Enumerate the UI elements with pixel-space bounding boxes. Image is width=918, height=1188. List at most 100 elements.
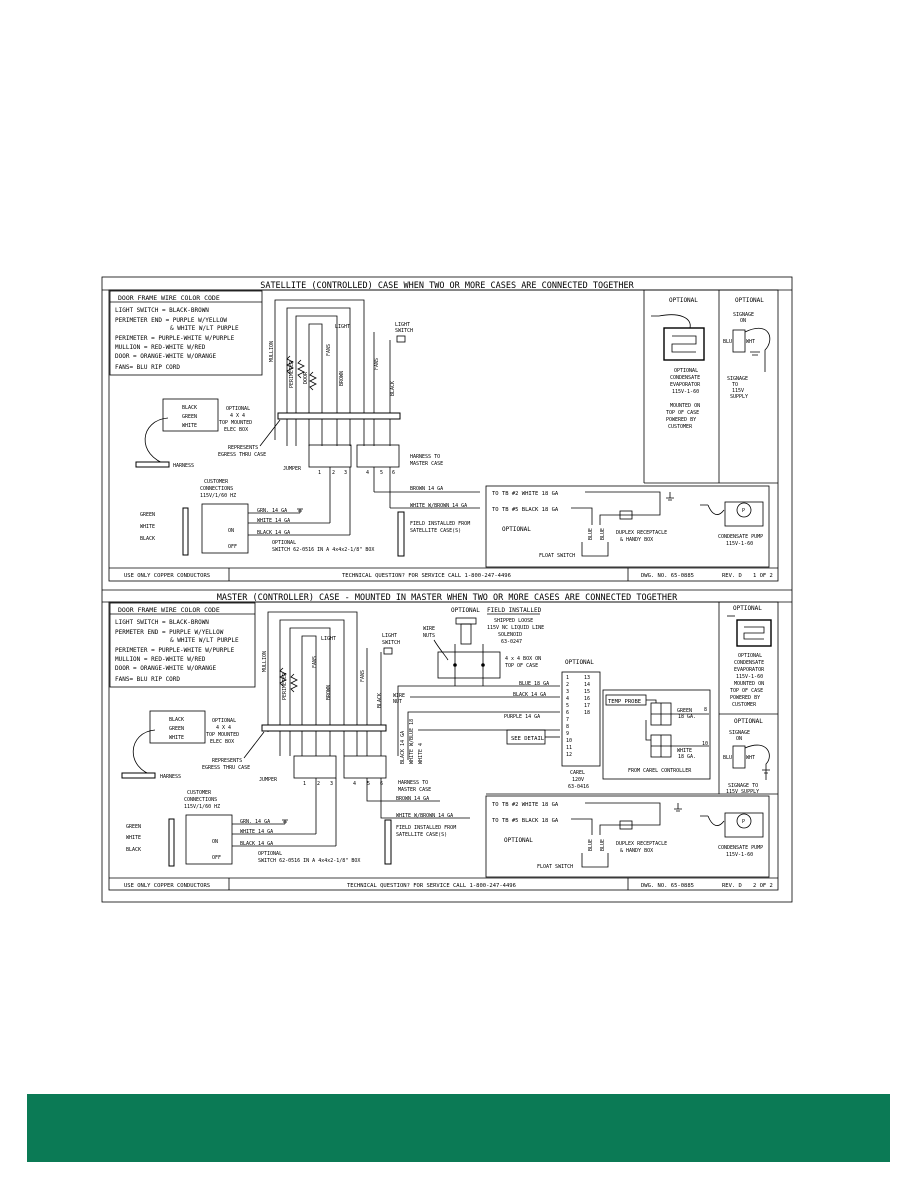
evaporator-text: MOUNTED ON bbox=[734, 681, 764, 687]
pump-box bbox=[485, 485, 770, 568]
sheet-1-border bbox=[108, 289, 779, 582]
detail-white: WHITE bbox=[677, 748, 692, 754]
detail-white-num: 10 bbox=[702, 741, 708, 747]
wire-label-light: LIGHT bbox=[321, 636, 336, 642]
switch-on: ON bbox=[212, 839, 218, 845]
customer-switch-box bbox=[185, 814, 233, 865]
customer-connections-label: 115V/1/60 HZ bbox=[200, 493, 236, 499]
vertical-wire-label: WHITE W/BLUE 18 bbox=[409, 719, 415, 764]
signage-wht: WHT bbox=[746, 755, 755, 761]
field-installed-label: SATELLITE CASE(S) bbox=[410, 528, 461, 534]
wire-label-perimeter: PERIMETER bbox=[282, 672, 288, 700]
solenoid-icon bbox=[455, 617, 477, 625]
carel-terminal: 6 bbox=[566, 710, 569, 716]
terminal-strip-b bbox=[356, 444, 400, 468]
pump-p: P bbox=[742, 508, 745, 514]
carel-terminal: 3 bbox=[566, 689, 569, 695]
signage-label: SUPPLY bbox=[730, 394, 748, 400]
pump-optional: OPTIONAL bbox=[502, 526, 531, 533]
see-detail-label: SEE DETAIL bbox=[511, 736, 545, 742]
drawing-frame bbox=[101, 276, 793, 903]
signage-label: SIGNAGE bbox=[727, 376, 748, 382]
pump-label: CONDENSATE PUMP bbox=[718, 534, 763, 540]
harness-to-label: MASTER CASE bbox=[410, 461, 443, 467]
detail-white-ga: 18 GA. bbox=[678, 754, 696, 760]
terminal-number: 5 bbox=[367, 781, 370, 787]
harness-to-label: HARNESS TO bbox=[410, 454, 440, 460]
color-code-box bbox=[109, 602, 256, 688]
pump-p: P bbox=[742, 819, 745, 825]
sheet-1-title: SATELLITE (CONTROLLED) CASE WHEN TWO OR … bbox=[260, 281, 634, 291]
pump-label: CONDENSATE PUMP bbox=[718, 845, 763, 851]
field-cable bbox=[384, 819, 392, 865]
carel-label: 120V bbox=[572, 777, 584, 783]
page-number: 1 OF 2 bbox=[753, 573, 773, 579]
terminal-strip-a bbox=[308, 444, 352, 468]
duplex-receptacle-icon bbox=[619, 510, 633, 520]
pump-tb5: TO TB #5 BLACK 18 GA bbox=[492, 507, 559, 513]
outgoing-wire-label: WHITE W/BROWN 14 GA bbox=[410, 503, 467, 509]
color-code-line: MULLION = RED-WHITE W/RED bbox=[115, 656, 206, 663]
signage-blu: BLU bbox=[723, 339, 732, 345]
carel-terminal: 17 bbox=[584, 703, 590, 709]
color-code-line: LIGHT SWITCH = BLACK-BROWN bbox=[115, 619, 209, 626]
customer-connections-label: 115V/1/60 HZ bbox=[184, 804, 220, 810]
supply-wire-label: BLACK 14 GA bbox=[257, 530, 290, 536]
signage-heading: OPTIONAL bbox=[734, 718, 763, 725]
solenoid-optional: OPTIONAL bbox=[451, 607, 480, 614]
vertical-wire-label: BLACK 14 GA bbox=[400, 731, 406, 764]
terminal-number: 6 bbox=[392, 470, 395, 476]
pump-tb2: TO TB #2 WHITE 18 GA bbox=[492, 491, 559, 497]
represents-label: REPRESENTS bbox=[212, 758, 242, 764]
color-code-line: PERMETER END = PURPLE W/YELLOW bbox=[115, 629, 224, 636]
evaporator-icon bbox=[736, 619, 772, 647]
egress-bar bbox=[261, 724, 387, 732]
side-label: BLACK bbox=[126, 847, 141, 853]
supply-cable bbox=[168, 818, 175, 867]
customer-connections-label: CUSTOMER bbox=[187, 790, 212, 796]
solenoid-text: 63-0247 bbox=[501, 639, 522, 645]
egress-bar bbox=[277, 412, 401, 420]
terminal-number: 2 bbox=[332, 470, 335, 476]
customer-connections-label: CONNECTIONS bbox=[184, 797, 217, 803]
side-label: GREEN bbox=[140, 512, 155, 518]
color-code-heading: DOOR FRAME WIRE COLOR CODE bbox=[118, 606, 220, 614]
pump-optional: OPTIONAL bbox=[504, 837, 533, 844]
elec-box-note: TOP MOUNTED bbox=[219, 420, 252, 426]
signage-wht: WHT bbox=[746, 339, 755, 345]
color-code-line: DOOR = ORANGE-WHITE W/ORANGE bbox=[115, 353, 217, 360]
customer-switch-box bbox=[201, 503, 249, 554]
carel-label: CAREL bbox=[570, 770, 585, 776]
pump-blue: BLUE bbox=[600, 839, 606, 851]
harness-label: HARNESS bbox=[173, 463, 194, 469]
supply-wire-label: GRN. 14 GA bbox=[257, 508, 287, 514]
carel-terminal: 4 bbox=[566, 696, 569, 702]
carel-terminal: 14 bbox=[584, 682, 590, 688]
evaporator-text: OPTIONAL bbox=[738, 653, 762, 659]
detail-caption: FROM CAREL CONTROLLER bbox=[628, 768, 692, 774]
outgoing-wire-label: WHITE W/BROWN 14 GA bbox=[396, 813, 453, 819]
optional-switch-label: SWITCH 62-0516 IN A 4x4x2-1/8" BOX bbox=[272, 547, 374, 553]
elec-box bbox=[162, 398, 219, 432]
carel-terminal: 10 bbox=[566, 738, 572, 744]
field-installed-label: FIELD INSTALLED FROM bbox=[396, 825, 456, 831]
elec-box-note: TOP MOUNTED bbox=[206, 732, 239, 738]
elec-box bbox=[149, 710, 206, 744]
evaporator-text: EVAPORATOR bbox=[734, 667, 765, 673]
solenoid-field-installed: FIELD INSTALLED bbox=[487, 607, 542, 614]
pump-tb2: TO TB #2 WHITE 18 GA bbox=[492, 802, 559, 808]
terminal-number: 1 bbox=[303, 781, 306, 787]
elec-box-note: OPTIONAL bbox=[226, 406, 250, 412]
temp-probe-label: TEMP PROBE bbox=[608, 699, 641, 705]
elec-box-wire: GREEN bbox=[182, 414, 197, 420]
service-call-text: TECHNICAL QUESTION? FOR SERVICE CALL 1-8… bbox=[342, 573, 511, 579]
bottom-left-text: USE ONLY COPPER CONDUCTORS bbox=[124, 573, 210, 579]
sheet-2-title: MASTER (CONTROLLER) CASE - MOUNTED IN MA… bbox=[217, 593, 678, 603]
pump-box bbox=[485, 795, 770, 878]
condensate-pump-icon bbox=[724, 812, 764, 838]
elec-box-wire: BLACK bbox=[182, 405, 197, 411]
color-code-line: PERIMETER END = PURPLE W/YELLOW bbox=[115, 317, 227, 324]
elec-box-note: OPTIONAL bbox=[212, 718, 236, 724]
terminal-number: 3 bbox=[330, 781, 333, 787]
